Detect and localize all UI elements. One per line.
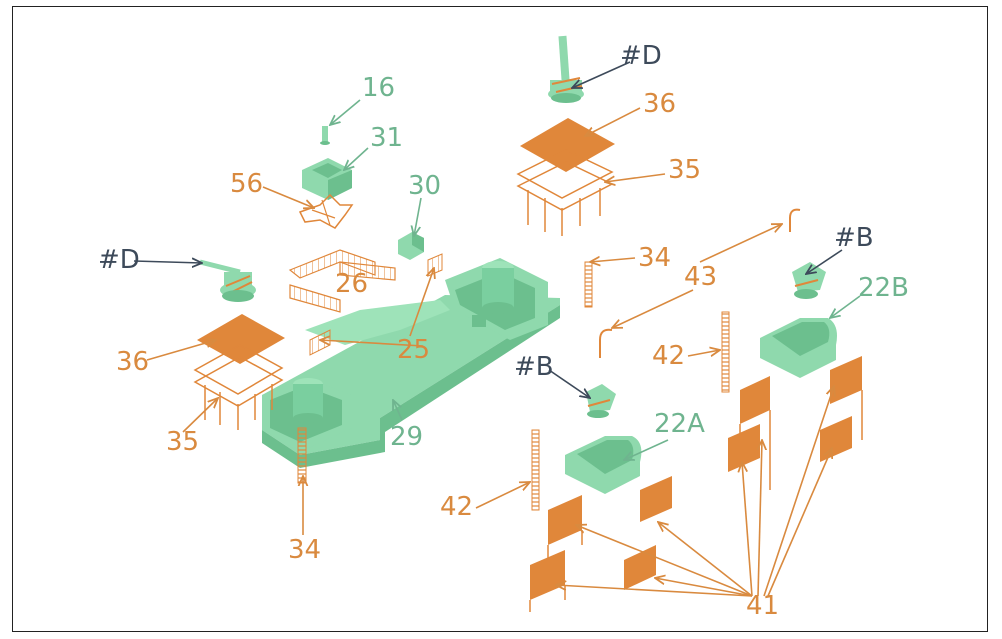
gun-mount-top [548,35,584,103]
main-deck-part-29 [262,258,560,468]
callout-labels: 16 31 56 30 #D 36 35 34 43 #B 22B 42 #D … [98,41,909,621]
part-43-hooks [599,208,801,358]
part-16 [320,126,330,145]
ladder-34-middle [584,261,593,308]
label-34-bottom: 34 [288,535,321,565]
platform-left-36-35 [193,314,285,430]
label-D-top: #D [620,41,662,71]
ladder-42-left [531,429,540,511]
railings-part-26 [288,249,396,313]
label-36-left: 36 [116,347,149,377]
label-D-left: #D [98,245,140,275]
platform-top-36-35 [516,118,615,236]
part-30 [398,232,424,260]
label-56: 56 [230,169,263,199]
label-36-top: 36 [643,89,676,119]
label-B-right: #B [834,223,874,253]
leader-lines [133,61,861,597]
part-56 [298,193,354,229]
supports-41-right [728,356,863,490]
label-31: 31 [370,123,403,153]
label-42-left: 42 [440,492,473,522]
tub-part-22A [565,436,642,494]
label-43: 43 [684,262,717,292]
supports-41-left [529,476,672,612]
label-22A: 22A [654,409,705,439]
label-42-right: 42 [652,341,685,371]
tub-part-22B [760,318,837,378]
label-29: 29 [390,422,423,452]
gun-mount-left [199,259,256,302]
label-16: 16 [362,73,395,103]
label-B-middle: #B [514,352,554,382]
label-35-top: 35 [668,155,701,185]
gun-mount-b-middle [586,384,616,418]
ladder-42-right [721,311,730,393]
ladder-34-bottom [297,427,307,484]
label-25: 25 [397,335,430,365]
label-26: 26 [335,269,368,299]
gun-mount-b-right [792,262,826,299]
label-41: 41 [746,591,779,621]
label-22B: 22B [858,273,909,303]
label-35-left: 35 [166,427,199,457]
part-31 [302,158,352,200]
label-34-middle: 34 [638,243,671,273]
label-30: 30 [408,171,441,201]
